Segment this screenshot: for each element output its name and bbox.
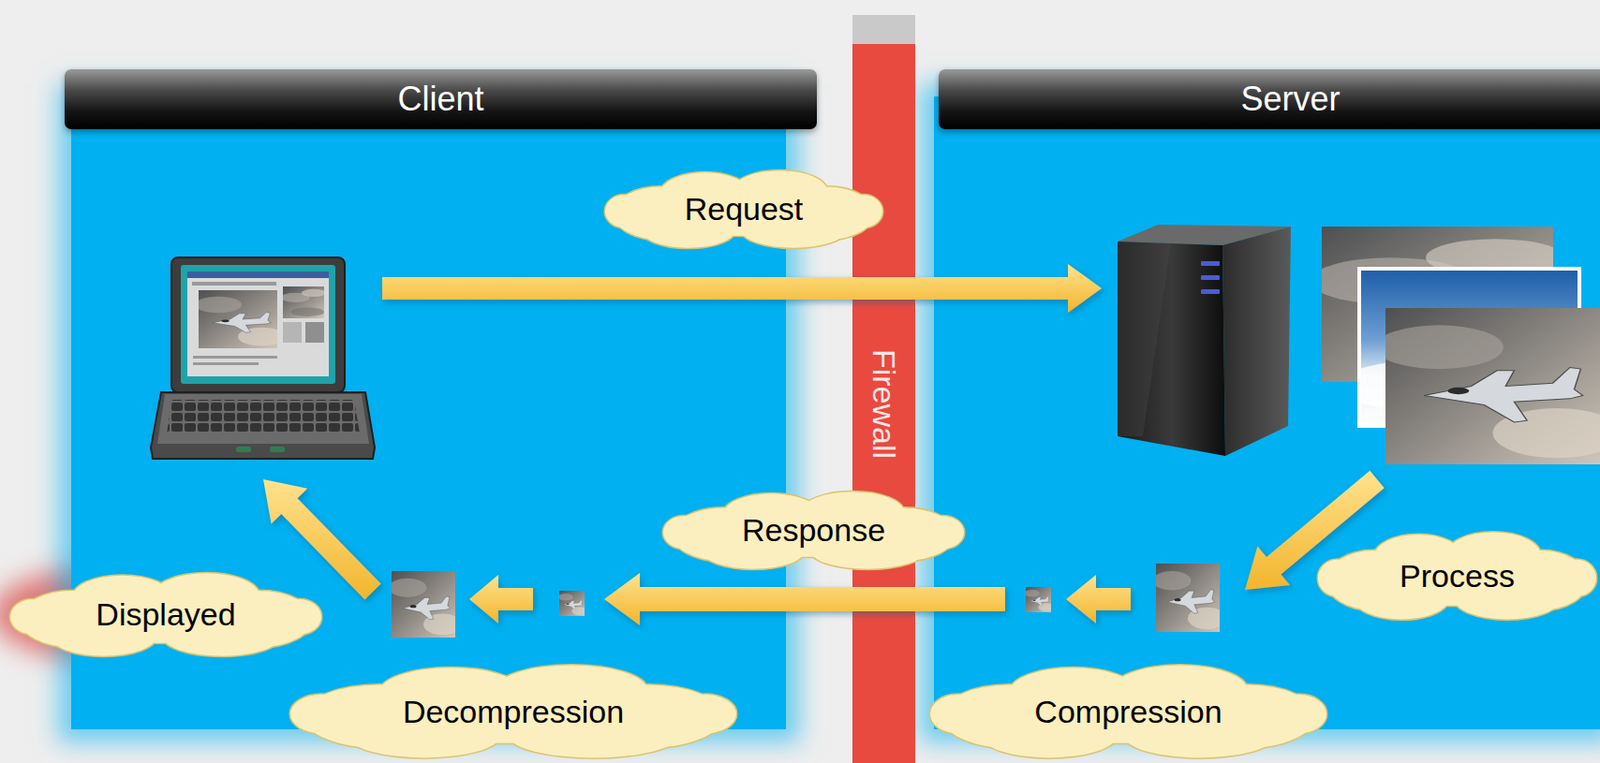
- zone-heading: Server: [938, 69, 1600, 130]
- firewall-band: Firewall: [852, 44, 916, 763]
- callout-cloud: Process: [1318, 530, 1597, 623]
- callout-cloud: Decompression: [290, 663, 737, 761]
- cloud-fill: [290, 666, 737, 759]
- cloud-fill: [10, 573, 322, 656]
- cloud-fill: [605, 170, 883, 249]
- step-label: Request: [684, 191, 804, 228]
- step-label: Decompression: [402, 694, 624, 731]
- display-arrow: [263, 479, 382, 600]
- decompress-arrow: [469, 575, 534, 624]
- response-arrow: [604, 573, 1006, 626]
- cloud-outline: [290, 666, 737, 759]
- callout-cloud: Compression: [930, 663, 1327, 761]
- callout-cloud: Response: [663, 489, 964, 572]
- cloud-outline: [605, 170, 883, 249]
- step-label: Compression: [1034, 694, 1222, 731]
- image-thumbnails: [388, 563, 1227, 638]
- laptop-icon: [150, 257, 375, 460]
- server-tower: [1117, 224, 1291, 457]
- callout-cloud: Request: [605, 168, 883, 251]
- step-label: Process: [1399, 558, 1515, 595]
- compress-arrow: [1066, 575, 1131, 624]
- step-label: Response: [741, 512, 886, 549]
- cloud-outline: [10, 573, 322, 656]
- zone-heading: Client: [64, 69, 817, 130]
- cloud-outline: [1318, 532, 1597, 620]
- firewall-label: Firewall: [865, 348, 903, 459]
- cloud-fill: [663, 491, 964, 570]
- cloud-outline: [930, 666, 1327, 759]
- callout-cloud: Displayed: [10, 571, 322, 659]
- step-label: Displayed: [95, 596, 236, 634]
- cloud-fill: [1318, 532, 1597, 620]
- cloud-fill: [930, 666, 1327, 759]
- request-arrow: [382, 264, 1102, 313]
- firewall-cap: [852, 14, 916, 45]
- zone-panel: ServerProcessCompression: [933, 96, 1600, 730]
- cloud-outline: [663, 491, 964, 570]
- image-stack: [1310, 226, 1600, 465]
